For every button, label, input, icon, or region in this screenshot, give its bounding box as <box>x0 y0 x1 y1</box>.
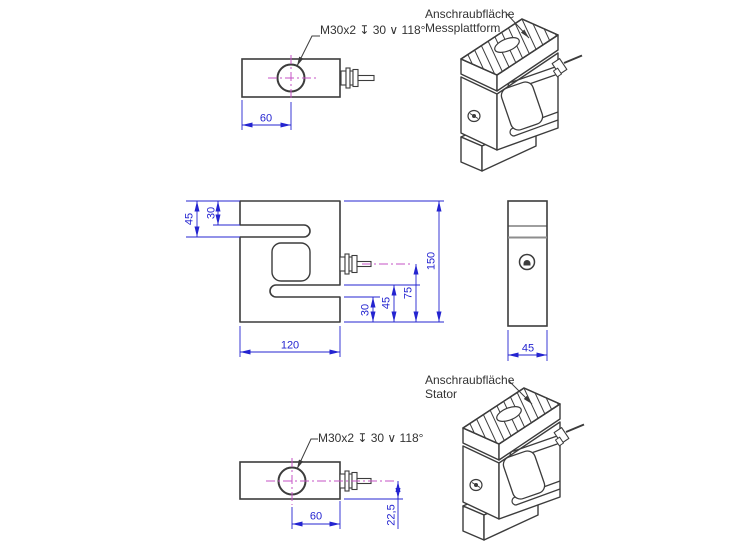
dim-60-top <box>241 100 292 130</box>
thread-note-bottom: M30x2 ↧ 30 ∨ 118° <box>318 431 424 445</box>
label-stator-line1: Anschraubfläche <box>425 373 515 387</box>
dimension-60-bottom: 60 <box>309 510 323 523</box>
centerlines <box>268 55 318 100</box>
dimension-30-bottom: 30 <box>359 303 372 317</box>
label-messplattform-line2: Messplattform <box>425 21 501 35</box>
label-stator-line2: Stator <box>425 387 458 401</box>
dim-22-5 <box>344 481 403 529</box>
iso-view-messplattform <box>460 13 583 172</box>
thread-leader-bottom <box>296 438 318 470</box>
bottom-plan-view <box>239 438 403 529</box>
dimension-150: 150 <box>425 251 438 271</box>
iso-view-stator <box>462 380 585 541</box>
dim-45-side <box>507 330 548 361</box>
dimension-60-top: 60 <box>259 112 273 125</box>
cable-gland <box>340 67 375 89</box>
label-leader-stator <box>508 380 533 405</box>
dimension-120: 120 <box>280 339 300 352</box>
dimension-75: 75 <box>402 286 415 300</box>
dim-60-bottom <box>291 501 341 529</box>
dimension-45-side: 45 <box>521 342 535 355</box>
label-messplattform-line1: Anschraubfläche <box>425 7 515 21</box>
front-dims <box>186 200 444 357</box>
side-view <box>507 200 548 361</box>
front-view <box>186 200 444 357</box>
dimension-45-top-left: 45 <box>183 212 196 226</box>
top-plan-view <box>241 35 375 130</box>
thread-note-top: M30x2 ↧ 30 ∨ 118° <box>320 23 426 37</box>
dimension-45-bottom: 45 <box>380 296 393 310</box>
dimension-30-top-left: 30 <box>205 206 218 220</box>
label-leader-messplattform <box>506 13 530 39</box>
centerlines <box>266 458 397 505</box>
dimension-22-5: 22,5 <box>385 504 398 526</box>
thread-leader-top <box>296 35 320 67</box>
